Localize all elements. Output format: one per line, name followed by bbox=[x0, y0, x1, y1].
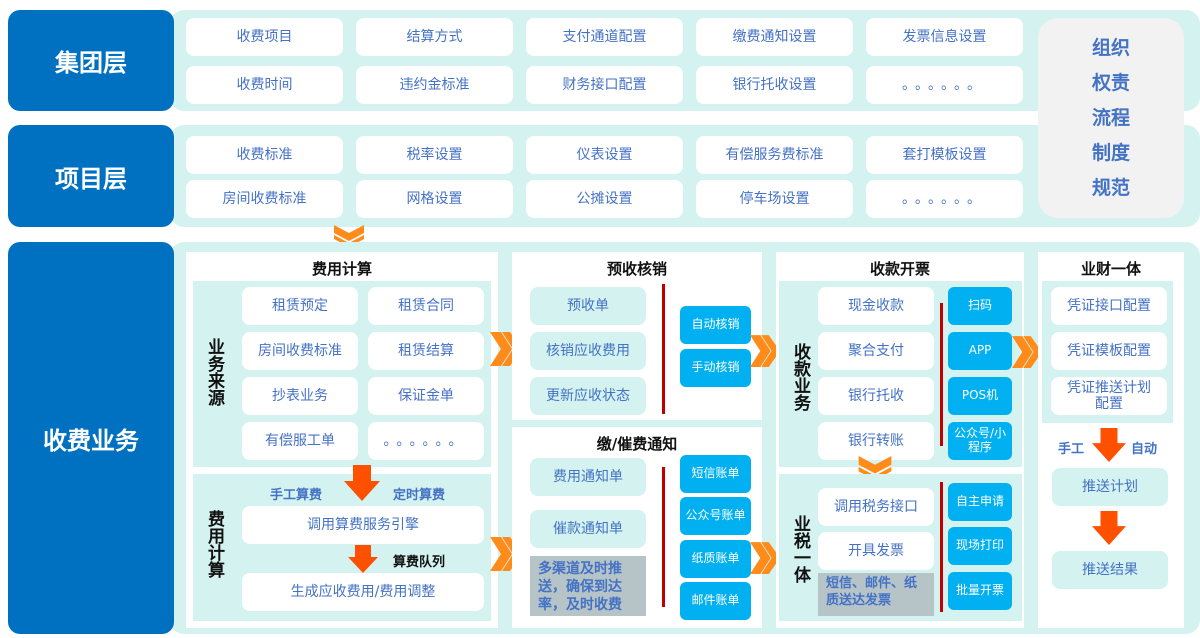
notice-title: 缴/催费通知 bbox=[596, 435, 678, 453]
project-layer-item[interactable]: 公摊设置 bbox=[526, 180, 683, 218]
governance-item: 制度 bbox=[1091, 141, 1130, 164]
business-source-item[interactable]: 保证金单 bbox=[368, 377, 484, 415]
collection-item[interactable]: 现金收款 bbox=[818, 287, 934, 325]
project-layer-item[interactable]: 有偿服务费标准 bbox=[696, 136, 853, 174]
business-source-item[interactable]: 租赁合同 bbox=[368, 287, 484, 325]
group-layer-item[interactable]: 违约金标准 bbox=[356, 66, 513, 104]
fee-calc-label: 费用计算 bbox=[204, 510, 224, 578]
governance-item: 组织 bbox=[1091, 36, 1130, 59]
calc-queue-label: 算费队列 bbox=[393, 555, 446, 570]
business-source-item[interactable]: 抄表业务 bbox=[242, 377, 358, 415]
arrow-down-icon bbox=[1092, 511, 1126, 545]
scan-code-button[interactable]: 扫码 bbox=[948, 287, 1012, 325]
business-source-item[interactable]: 有偿服工单 bbox=[242, 422, 358, 460]
governance-panel: 组织 权责 流程 制度 规范 bbox=[1038, 18, 1184, 218]
project-layer-item[interactable]: 税率设置 bbox=[356, 136, 513, 174]
manual-calc-label: 手工算费 bbox=[270, 488, 323, 503]
group-layer-item[interactable]: 缴费通知设置 bbox=[696, 18, 853, 56]
tax-item[interactable]: 调用税务接口 bbox=[818, 488, 934, 526]
paper-bill-button[interactable]: 纸质账单 bbox=[680, 540, 751, 578]
project-layer-item[interactable]: 收费标准 bbox=[186, 136, 343, 174]
wechat-bill-button[interactable]: 公众号账单 bbox=[680, 497, 751, 535]
arrow-down-icon bbox=[1092, 428, 1126, 462]
notice-item[interactable]: 费用通知单 bbox=[530, 458, 646, 496]
batch-invoice-button[interactable]: 批量开票 bbox=[948, 572, 1012, 610]
finance-title: 业财一体 bbox=[1080, 260, 1141, 278]
business-source-item[interactable]: 。。。。。。 bbox=[368, 422, 484, 460]
tax-item[interactable]: 开具发票 bbox=[818, 532, 934, 570]
notice-note: 多渠道及时推送，确保到达率，及时收费 bbox=[530, 556, 646, 616]
group-layer-item[interactable]: 发票信息设置 bbox=[866, 18, 1023, 56]
arrow-down-icon bbox=[344, 465, 380, 501]
arrow-down-icon bbox=[348, 545, 378, 573]
notice-item[interactable]: 催款通知单 bbox=[530, 510, 646, 548]
group-layer-item[interactable]: 财务接口配置 bbox=[526, 66, 683, 104]
voucher-config-item[interactable]: 凭证模板配置 bbox=[1051, 332, 1167, 370]
project-layer-item[interactable]: 套打模板设置 bbox=[866, 136, 1023, 174]
manual-writeoff-button[interactable]: 手动核销 bbox=[680, 349, 751, 387]
app-button[interactable]: APP bbox=[948, 332, 1012, 370]
project-layer-item[interactable]: 。。。。。。 bbox=[866, 180, 1023, 218]
collection-label: 收款业务 bbox=[790, 343, 810, 411]
project-layer-item[interactable]: 仪表设置 bbox=[526, 136, 683, 174]
voucher-config-item[interactable]: 凭证接口配置 bbox=[1051, 287, 1167, 325]
push-result-cell[interactable]: 推送结果 bbox=[1052, 551, 1168, 589]
group-layer-item[interactable]: 支付通道配置 bbox=[526, 18, 683, 56]
business-source-item[interactable]: 租赁结算 bbox=[368, 332, 484, 370]
divider-line bbox=[940, 303, 943, 446]
business-source-item[interactable]: 租赁预定 bbox=[242, 287, 358, 325]
calc-engine-cell[interactable]: 调用算费服务引擎 bbox=[242, 506, 484, 544]
divider-line bbox=[662, 284, 665, 414]
collection-item[interactable]: 聚合支付 bbox=[818, 332, 934, 370]
self-apply-button[interactable]: 自主申请 bbox=[948, 483, 1012, 521]
pos-button[interactable]: POS机 bbox=[948, 377, 1012, 415]
project-layer-item[interactable]: 网格设置 bbox=[356, 180, 513, 218]
sms-bill-button[interactable]: 短信账单 bbox=[680, 455, 751, 493]
divider-line bbox=[940, 482, 943, 612]
project-layer-item[interactable]: 房间收费标准 bbox=[186, 180, 343, 218]
collection-item[interactable]: 银行托收 bbox=[818, 377, 934, 415]
tax-note: 短信、邮件、纸质送达发票 bbox=[818, 573, 934, 616]
governance-item: 规范 bbox=[1091, 176, 1130, 199]
manual-push-label: 手工 bbox=[1058, 442, 1085, 457]
project-layer-item[interactable]: 停车场设置 bbox=[696, 180, 853, 218]
business-layer-label: 收费业务 bbox=[8, 242, 174, 634]
group-layer-item[interactable]: 收费项目 bbox=[186, 18, 343, 56]
fee-calc-title: 费用计算 bbox=[311, 260, 372, 278]
scheduled-calc-label: 定时算费 bbox=[393, 488, 446, 503]
prepay-item[interactable]: 更新应收状态 bbox=[530, 377, 646, 415]
push-plan-cell[interactable]: 推送计划 bbox=[1052, 468, 1168, 506]
prepay-title: 预收核销 bbox=[606, 260, 667, 278]
group-layer-item[interactable]: 。。。。。。 bbox=[866, 66, 1023, 104]
prepay-item[interactable]: 核销应收费用 bbox=[530, 332, 646, 370]
mail-bill-button[interactable]: 邮件账单 bbox=[680, 582, 751, 620]
business-source-item[interactable]: 房间收费标准 bbox=[242, 332, 358, 370]
onsite-print-button[interactable]: 现场打印 bbox=[948, 527, 1012, 565]
group-layer-item[interactable]: 收费时间 bbox=[186, 66, 343, 104]
auto-push-label: 自动 bbox=[1131, 442, 1158, 457]
business-source-label: 业务来源 bbox=[204, 338, 224, 406]
auto-writeoff-button[interactable]: 自动核销 bbox=[680, 306, 751, 344]
group-layer-item[interactable]: 银行托收设置 bbox=[696, 66, 853, 104]
miniprogram-button[interactable]: 公众号/小程序 bbox=[948, 422, 1012, 460]
voucher-config-item[interactable]: 凭证推送计划配置 bbox=[1051, 377, 1167, 415]
group-layer-label: 集团层 bbox=[8, 10, 174, 111]
project-layer-label: 项目层 bbox=[8, 125, 174, 227]
generate-receivable-cell[interactable]: 生成应收费用/费用调整 bbox=[242, 573, 484, 611]
tax-label: 业税一体 bbox=[790, 515, 810, 583]
governance-item: 流程 bbox=[1091, 106, 1130, 129]
governance-item: 权责 bbox=[1091, 71, 1130, 94]
divider-line bbox=[662, 467, 665, 607]
collection-item[interactable]: 银行转账 bbox=[818, 422, 934, 460]
collection-title: 收款开票 bbox=[869, 260, 930, 278]
prepay-item[interactable]: 预收单 bbox=[530, 287, 646, 325]
group-layer-item[interactable]: 结算方式 bbox=[356, 18, 513, 56]
